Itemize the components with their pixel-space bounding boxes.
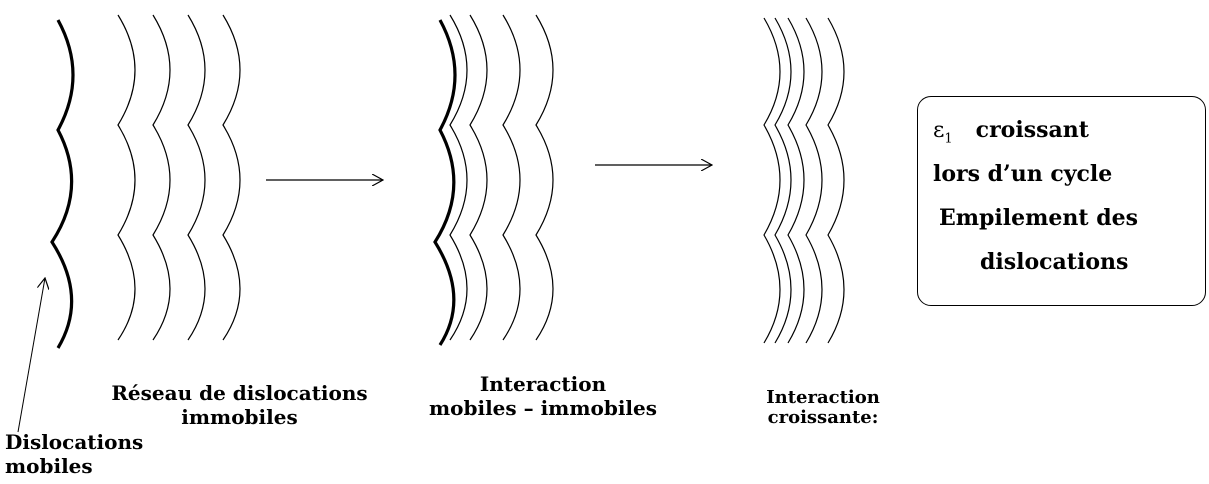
label-mobile-dislocations: Dislocations mobiles bbox=[5, 430, 144, 478]
box-line3: Empilement des bbox=[939, 205, 1138, 231]
label-increasing-interaction: Interaction croissante: bbox=[766, 387, 880, 428]
mobile-dislocation-pointer bbox=[17, 278, 45, 433]
dislocation-pile-up bbox=[763, 17, 845, 344]
info-box: ε1 croissant lors d’un cycle Empilement … bbox=[917, 96, 1206, 306]
label-mobile-immobile-interaction: Interaction mobiles – immobiles bbox=[428, 372, 658, 420]
interacting-mobile-dislocation bbox=[433, 19, 457, 346]
epsilon-symbol: ε1 bbox=[933, 118, 953, 147]
box-line4: dislocations bbox=[980, 249, 1129, 275]
box-line2: lors d’un cycle bbox=[933, 161, 1113, 187]
immobile-dislocation-network bbox=[117, 14, 241, 341]
mobile-dislocation-line bbox=[50, 19, 75, 349]
interacting-immobile-network bbox=[449, 14, 554, 341]
label-immobile-network: Réseau de dislocations immobiles bbox=[111, 381, 368, 429]
box-line-epsilon: ε1 croissant bbox=[933, 117, 1089, 146]
box-line1-text: croissant bbox=[975, 117, 1089, 143]
